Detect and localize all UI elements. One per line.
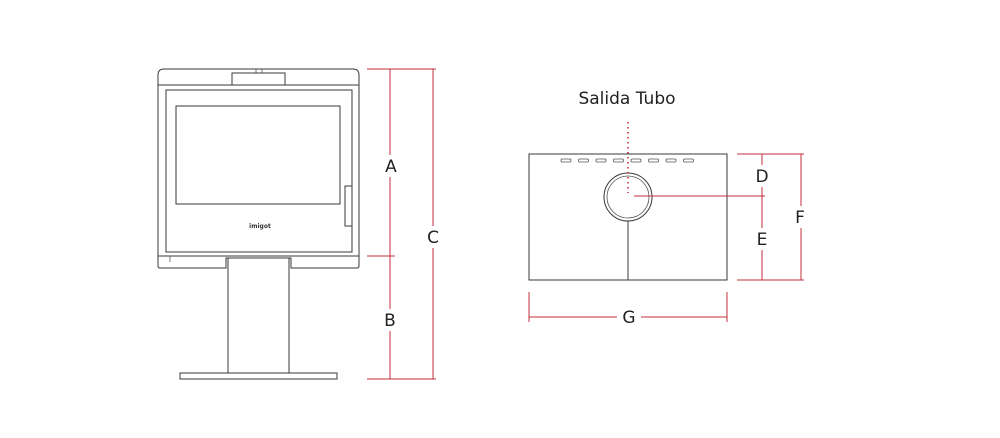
stove-flue-collar — [231, 72, 286, 86]
top-view: Salida Tubo D E F G — [528, 89, 810, 328]
vent-slot — [613, 158, 624, 163]
stove-foot-plate — [179, 372, 338, 380]
brand-logo-text: imigot — [249, 223, 271, 230]
flue-outlet-outer-ring — [603, 172, 653, 222]
flue-outlet-inner-ring — [606, 175, 650, 219]
stove-door-frame — [165, 89, 353, 253]
label-b-bg — [382, 309, 400, 331]
label-a-bg — [382, 155, 400, 177]
vent-slot — [578, 158, 589, 163]
vent-slot — [665, 158, 677, 163]
dimension-label-b: B — [384, 311, 396, 331]
dimension-label-g: G — [622, 308, 635, 328]
vent-slot — [648, 158, 659, 163]
front-view: imigot A B C — [157, 68, 442, 380]
vent-slot — [560, 158, 572, 163]
label-d-bg — [752, 165, 772, 187]
stove-glass-window — [175, 105, 341, 205]
label-f-bg — [792, 206, 810, 228]
stove-top-cap — [157, 68, 360, 85]
stove-door-handle — [344, 185, 353, 227]
dimension-label-f: F — [795, 208, 805, 228]
vent-slot — [630, 158, 642, 163]
stove-base-ledge — [157, 256, 360, 269]
dimension-label-e: E — [757, 230, 768, 250]
dimension-label-a: A — [385, 157, 397, 177]
vent-slot — [683, 158, 694, 163]
vent-slots — [560, 158, 694, 163]
dimension-label-c: C — [427, 228, 439, 248]
outlet-label: Salida Tubo — [578, 89, 675, 109]
stove-body — [157, 84, 360, 257]
dimension-label-d: D — [755, 167, 768, 187]
label-e-bg — [752, 228, 772, 250]
vent-slot — [595, 158, 607, 163]
label-g-bg — [617, 306, 641, 328]
label-c-bg — [424, 226, 442, 248]
